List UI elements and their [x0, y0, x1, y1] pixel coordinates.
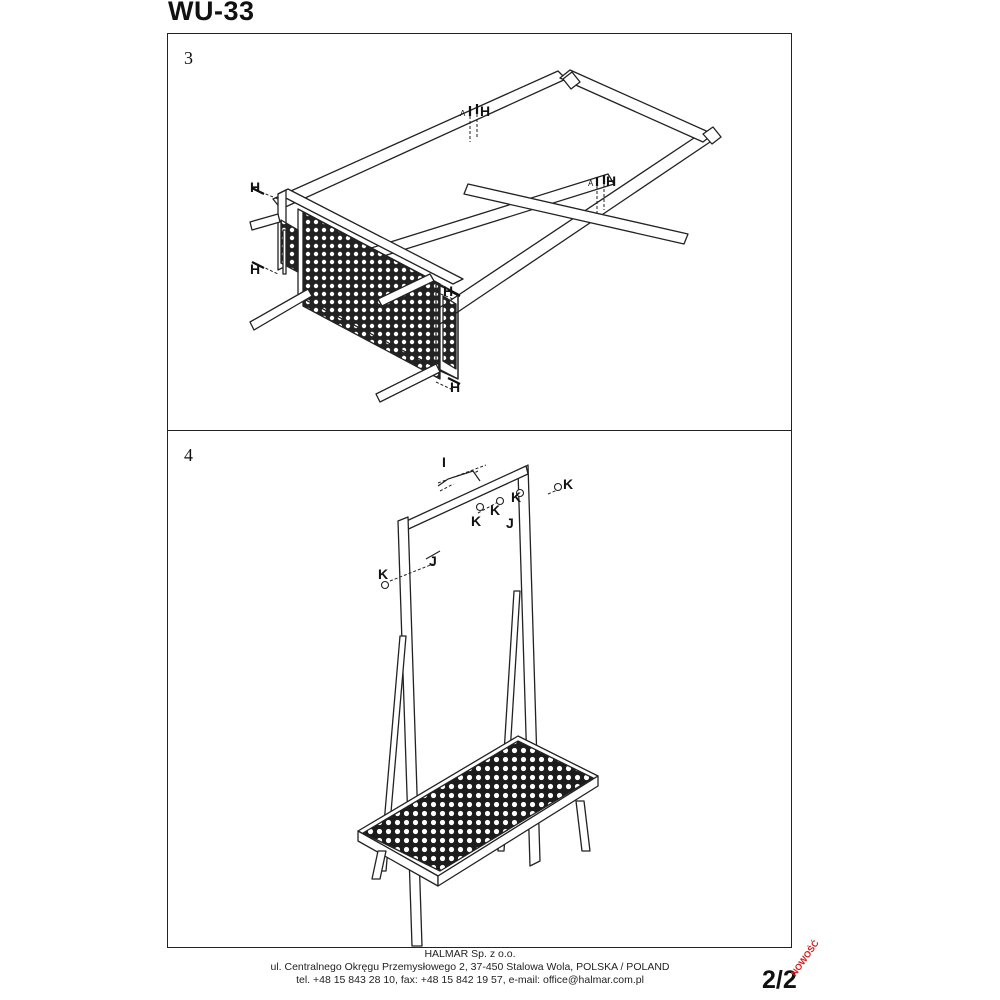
- part-label-h: H: [443, 283, 453, 299]
- part-label-h: H: [480, 103, 490, 119]
- step-number: 3: [184, 48, 193, 68]
- footer-contact: tel. +48 15 843 28 10, fax: +48 15 842 1…: [296, 974, 644, 986]
- sub-label-a: A: [588, 179, 594, 188]
- document-title: WU-33: [168, 0, 255, 26]
- step-number: 4: [184, 445, 193, 465]
- footer-company: HALMAR Sp. z o.o.: [424, 948, 516, 960]
- step-4-illustration: I K K K K J J K: [357, 454, 599, 947]
- footer: HALMAR Sp. z o.o. ul. Centralnego Okręgu…: [200, 948, 740, 987]
- footer-address: ul. Centralnego Okręgu Przemysłowego 2, …: [270, 961, 670, 973]
- part-label-h: H: [250, 261, 260, 277]
- part-label-h: H: [450, 379, 460, 395]
- part-label-h: H: [250, 179, 260, 195]
- left-brace: [379, 635, 407, 872]
- part-label-k: K: [471, 513, 481, 529]
- part-label-k: K: [490, 502, 500, 518]
- part-label-h: H: [606, 173, 616, 189]
- step-4-panel: 4: [167, 430, 792, 948]
- part-label-j: J: [429, 553, 437, 569]
- side-rail-left: [272, 70, 567, 210]
- top-crossbar: [559, 69, 714, 143]
- left-upright: [397, 516, 423, 947]
- part-label-j: J: [506, 515, 514, 531]
- step-3-illustration: H H H H H H A A: [249, 69, 722, 403]
- step-3-panel: 3: [167, 33, 792, 431]
- new-badge: NOWOŚĆ: [788, 938, 821, 978]
- page-number: 2/2: [762, 966, 797, 994]
- part-label-k: K: [511, 489, 521, 505]
- part-label-i: I: [442, 454, 446, 470]
- part-label-k: K: [378, 566, 388, 582]
- part-label-k: K: [563, 476, 573, 492]
- sub-label-a: A: [460, 109, 466, 118]
